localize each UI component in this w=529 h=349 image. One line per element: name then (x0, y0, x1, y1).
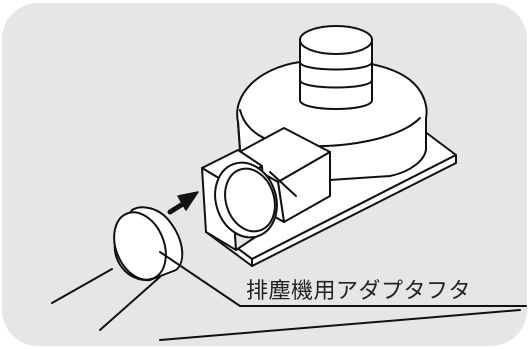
motor-cylinder (299, 25, 373, 110)
adapter-ring (214, 161, 297, 239)
callout-label: 排塵機用アダプタフタ (246, 279, 471, 304)
callout-leader (159, 251, 527, 307)
direction-arrow-icon (167, 191, 199, 215)
floor-lines (51, 267, 521, 341)
adapter-cap (113, 206, 184, 282)
